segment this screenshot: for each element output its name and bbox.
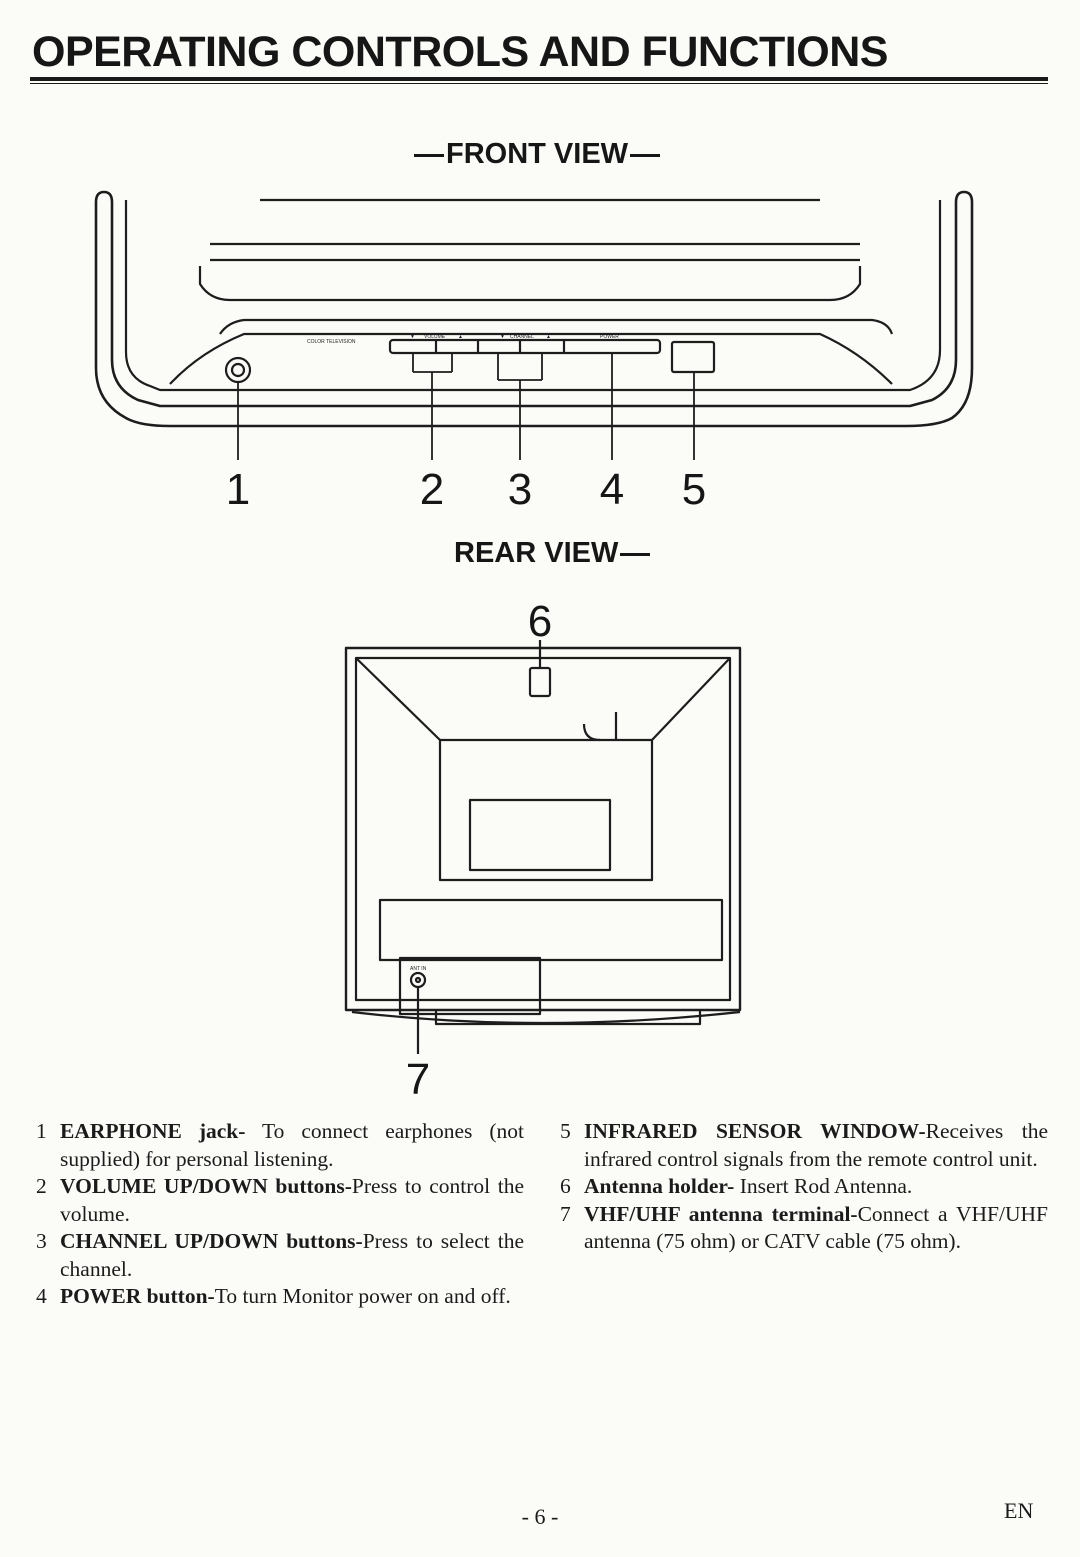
rear-view-label: REAR VIEW bbox=[454, 537, 619, 569]
callout-6: 6 bbox=[527, 597, 553, 646]
rear-view-diagram bbox=[344, 640, 742, 1054]
rear-view-heading: REAR VIEW bbox=[454, 536, 652, 570]
description-item: 7 VHF/UHF antenna terminal-Connect a VHF… bbox=[560, 1201, 1048, 1256]
item-description: To connect earphones (not supplied) for … bbox=[60, 1119, 524, 1171]
item-description: Connect a VHF/UHF antenna (75 ohm) or CA… bbox=[584, 1201, 1048, 1254]
item-term: VOLUME UP/DOWN buttons- bbox=[60, 1174, 352, 1198]
item-number: 2 bbox=[36, 1174, 47, 1198]
title-underline bbox=[30, 77, 1048, 81]
title-underline-thin bbox=[30, 83, 1048, 84]
page-title: OPERATING CONTROLS AND FUNCTIONS bbox=[32, 28, 888, 76]
item-term: INFRARED SENSOR WINDOW- bbox=[584, 1119, 926, 1143]
item-term: POWER button- bbox=[60, 1284, 215, 1308]
page-number: - 6 - bbox=[521, 1504, 559, 1529]
descriptions-left-column: 1 EARPHONE jack- To connect earphones (n… bbox=[36, 1118, 524, 1311]
item-description: Receives the infrared control signals fr… bbox=[584, 1119, 1048, 1171]
volume-up-label: ▲ bbox=[458, 334, 463, 340]
description-item: 6 Antenna holder- Insert Rod Antenna. bbox=[560, 1173, 1048, 1201]
callout-2: 2 bbox=[419, 465, 445, 514]
item-description: Press to control the volume. bbox=[60, 1174, 524, 1226]
front-view-heading: FRONT VIEW bbox=[412, 137, 662, 171]
item-description: Press to select the channel. bbox=[60, 1229, 525, 1281]
item-number: 5 bbox=[560, 1119, 571, 1143]
volume-label: VOLUME bbox=[424, 334, 446, 340]
dash-left bbox=[414, 153, 444, 157]
channel-up-label: ▲ bbox=[546, 334, 551, 340]
item-number: 4 bbox=[36, 1284, 47, 1308]
description-item: 1 EARPHONE jack- To connect earphones (n… bbox=[36, 1118, 524, 1173]
callout-4: 4 bbox=[599, 465, 625, 514]
description-item: 3 CHANNEL UP/DOWN buttons-Press to selec… bbox=[36, 1228, 524, 1283]
dash-right bbox=[620, 552, 651, 556]
descriptions-right-column: 5 INFRARED SENSOR WINDOW-Receives the in… bbox=[560, 1118, 1048, 1256]
item-term: VHF/UHF antenna terminal- bbox=[584, 1201, 858, 1226]
callout-1: 1 bbox=[225, 465, 251, 514]
brand-text: COLOR TELEVISION bbox=[307, 339, 356, 345]
ant-in-label: ANT IN bbox=[410, 966, 427, 972]
front-view-label: FRONT VIEW bbox=[446, 138, 629, 170]
channel-label: CHANNEL bbox=[510, 334, 534, 340]
description-item: 5 INFRARED SENSOR WINDOW-Receives the in… bbox=[560, 1118, 1048, 1173]
item-description: To turn Monitor power on and off. bbox=[214, 1284, 511, 1308]
description-item: 2 VOLUME UP/DOWN buttons-Press to contro… bbox=[36, 1173, 524, 1228]
callout-3: 3 bbox=[507, 465, 533, 514]
callout-7: 7 bbox=[405, 1055, 431, 1104]
item-number: 3 bbox=[36, 1229, 47, 1253]
item-term: Antenna holder- bbox=[584, 1174, 735, 1198]
language-code: EN bbox=[1004, 1498, 1034, 1523]
dash-right bbox=[630, 153, 661, 157]
item-number: 7 bbox=[560, 1201, 571, 1226]
item-number: 6 bbox=[560, 1174, 571, 1198]
item-description: Insert Rod Antenna. bbox=[734, 1174, 913, 1198]
item-term: EARPHONE jack- bbox=[60, 1119, 246, 1143]
item-term: CHANNEL UP/DOWN buttons- bbox=[60, 1229, 363, 1253]
description-item: 4 POWER button-To turn Monitor power on … bbox=[36, 1283, 524, 1311]
callout-5: 5 bbox=[681, 465, 707, 514]
volume-down-label: ▼ bbox=[410, 334, 415, 340]
item-number: 1 bbox=[36, 1119, 47, 1143]
power-label: POWER bbox=[600, 334, 619, 340]
channel-down-label: ▼ bbox=[500, 334, 505, 340]
